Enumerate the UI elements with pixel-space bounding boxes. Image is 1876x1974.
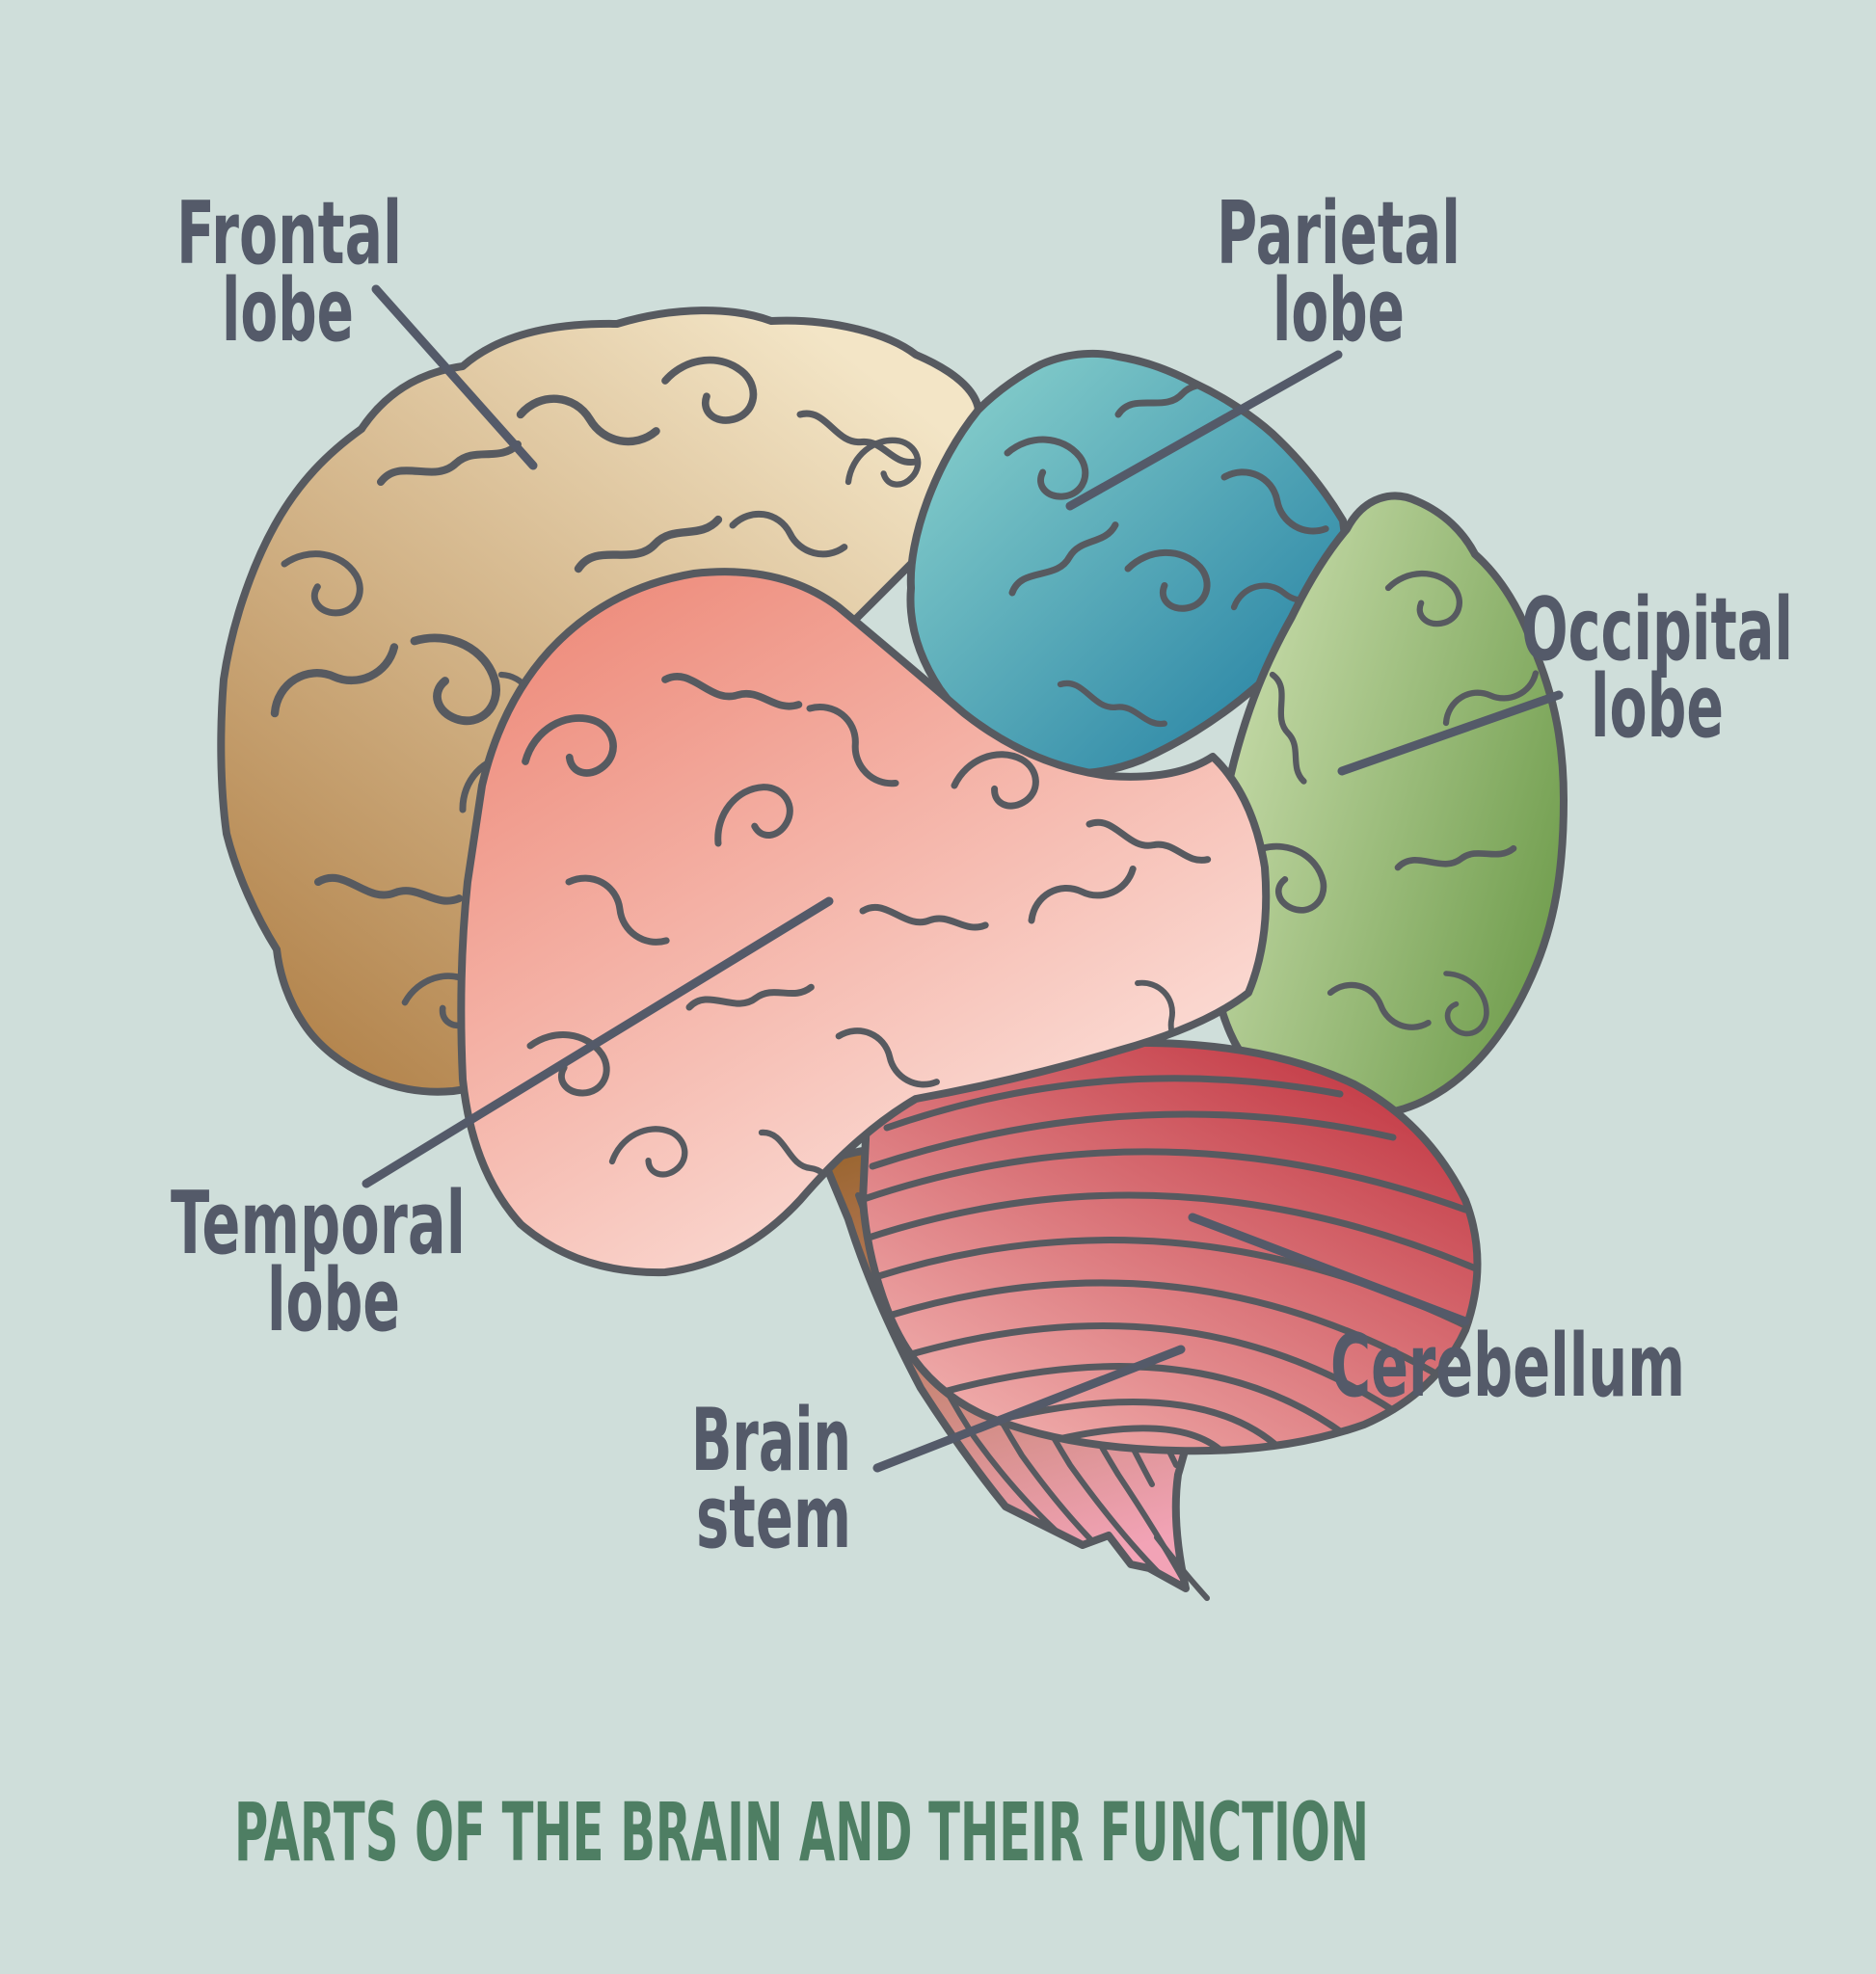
parietal-label-line2: lobe bbox=[1273, 260, 1405, 361]
temporal-label-line1: Temporal bbox=[171, 1173, 466, 1274]
temporal-leader-line bbox=[362, 896, 834, 1188]
page-title: PARTS OF THE BRAIN AND THEIR FUNCTION bbox=[234, 1785, 1369, 1880]
frontal-label-line1: Frontal bbox=[176, 183, 402, 284]
occipital-lobe-shape bbox=[1208, 492, 1568, 1120]
parietal-leader-line bbox=[1065, 350, 1343, 511]
frontal-label-line2: lobe bbox=[222, 260, 354, 361]
labels: Frontal lobe Parietal lobe Occipital lob… bbox=[171, 183, 1793, 1568]
temporal-lobe bbox=[457, 568, 1271, 1277]
brain-stem-label-line2: stem bbox=[696, 1467, 851, 1568]
temporal-lobe-shape bbox=[457, 568, 1271, 1277]
occipital-leader-line bbox=[1337, 690, 1564, 776]
occipital-label-line1: Occipital bbox=[1521, 579, 1793, 680]
frontal-leader-line bbox=[371, 284, 538, 470]
parietal-label-line1: Parietal bbox=[1217, 183, 1461, 284]
occipital-lobe bbox=[1208, 492, 1568, 1120]
cerebellum-stripes bbox=[863, 1075, 1478, 1452]
temporal-label-line2: lobe bbox=[267, 1250, 400, 1351]
cerebellum-leader-line bbox=[1188, 1213, 1470, 1326]
occipital-label-line2: lobe bbox=[1591, 656, 1724, 758]
brain-stem-leader-line bbox=[872, 1345, 1186, 1473]
cerebellum bbox=[859, 1038, 1482, 1455]
cerebellum-label: Cerebellum bbox=[1330, 1316, 1685, 1417]
brain-stem-tip-line bbox=[1154, 1534, 1210, 1601]
brain-stem-label-line1: Brain bbox=[691, 1390, 851, 1491]
